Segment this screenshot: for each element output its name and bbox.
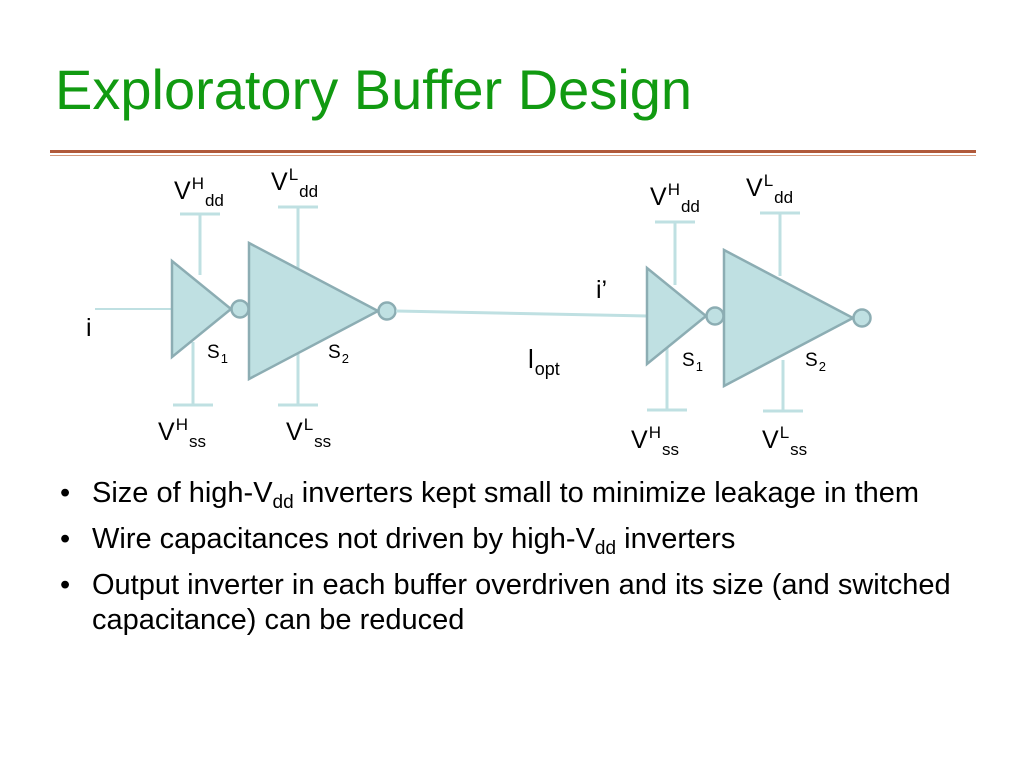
b2-vss-low-label: VLss <box>762 423 808 459</box>
b1-vss-high-label: VHss <box>158 415 206 451</box>
bullet-item: Wire capacitances not driven by high-Vdd… <box>60 522 980 560</box>
slide-title: Exploratory Buffer Design <box>55 58 693 121</box>
b2-inverter-s1-bubble <box>705 306 725 326</box>
b1-inverter-s2-bubble <box>377 301 397 321</box>
b1-vss-low-label: VLss <box>286 415 332 451</box>
b1-inverter-s1-bubble <box>230 299 250 319</box>
intermediate-label: i’ <box>596 276 608 304</box>
b2-vdd-high-label: VHdd <box>650 180 700 216</box>
b2-vss-high-label: VHss <box>631 423 679 459</box>
b2-inverter-s2-bubble <box>852 308 872 328</box>
b2-vdd-low-label: VLdd <box>746 171 794 207</box>
b1-size-2-label: S2 <box>328 342 349 366</box>
bullet-item: Output inverter in each buffer overdrive… <box>60 568 980 641</box>
input-label: i <box>86 314 92 342</box>
b2-size-1-label: S1 <box>682 350 703 374</box>
bullet-item: Size of high-Vdd inverters kept small to… <box>60 476 980 514</box>
b1-inverter-s2 <box>247 240 381 382</box>
title-divider-thin <box>50 155 976 156</box>
wire-length-label: lopt <box>528 344 560 379</box>
b1-vdd-high-label: VHdd <box>174 174 224 210</box>
interconnect-wire <box>395 309 649 318</box>
title-divider <box>50 150 976 153</box>
b1-inverter-s1 <box>170 258 233 360</box>
b2-inverter-s2 <box>722 247 856 389</box>
bullet-list: Size of high-Vdd inverters kept small to… <box>60 476 980 649</box>
b1-size-1-label: S1 <box>207 342 228 366</box>
b2-size-2-label: S2 <box>805 350 826 374</box>
b2-inverter-s1 <box>645 265 708 367</box>
b1-vdd-low-label: VLdd <box>271 165 319 201</box>
